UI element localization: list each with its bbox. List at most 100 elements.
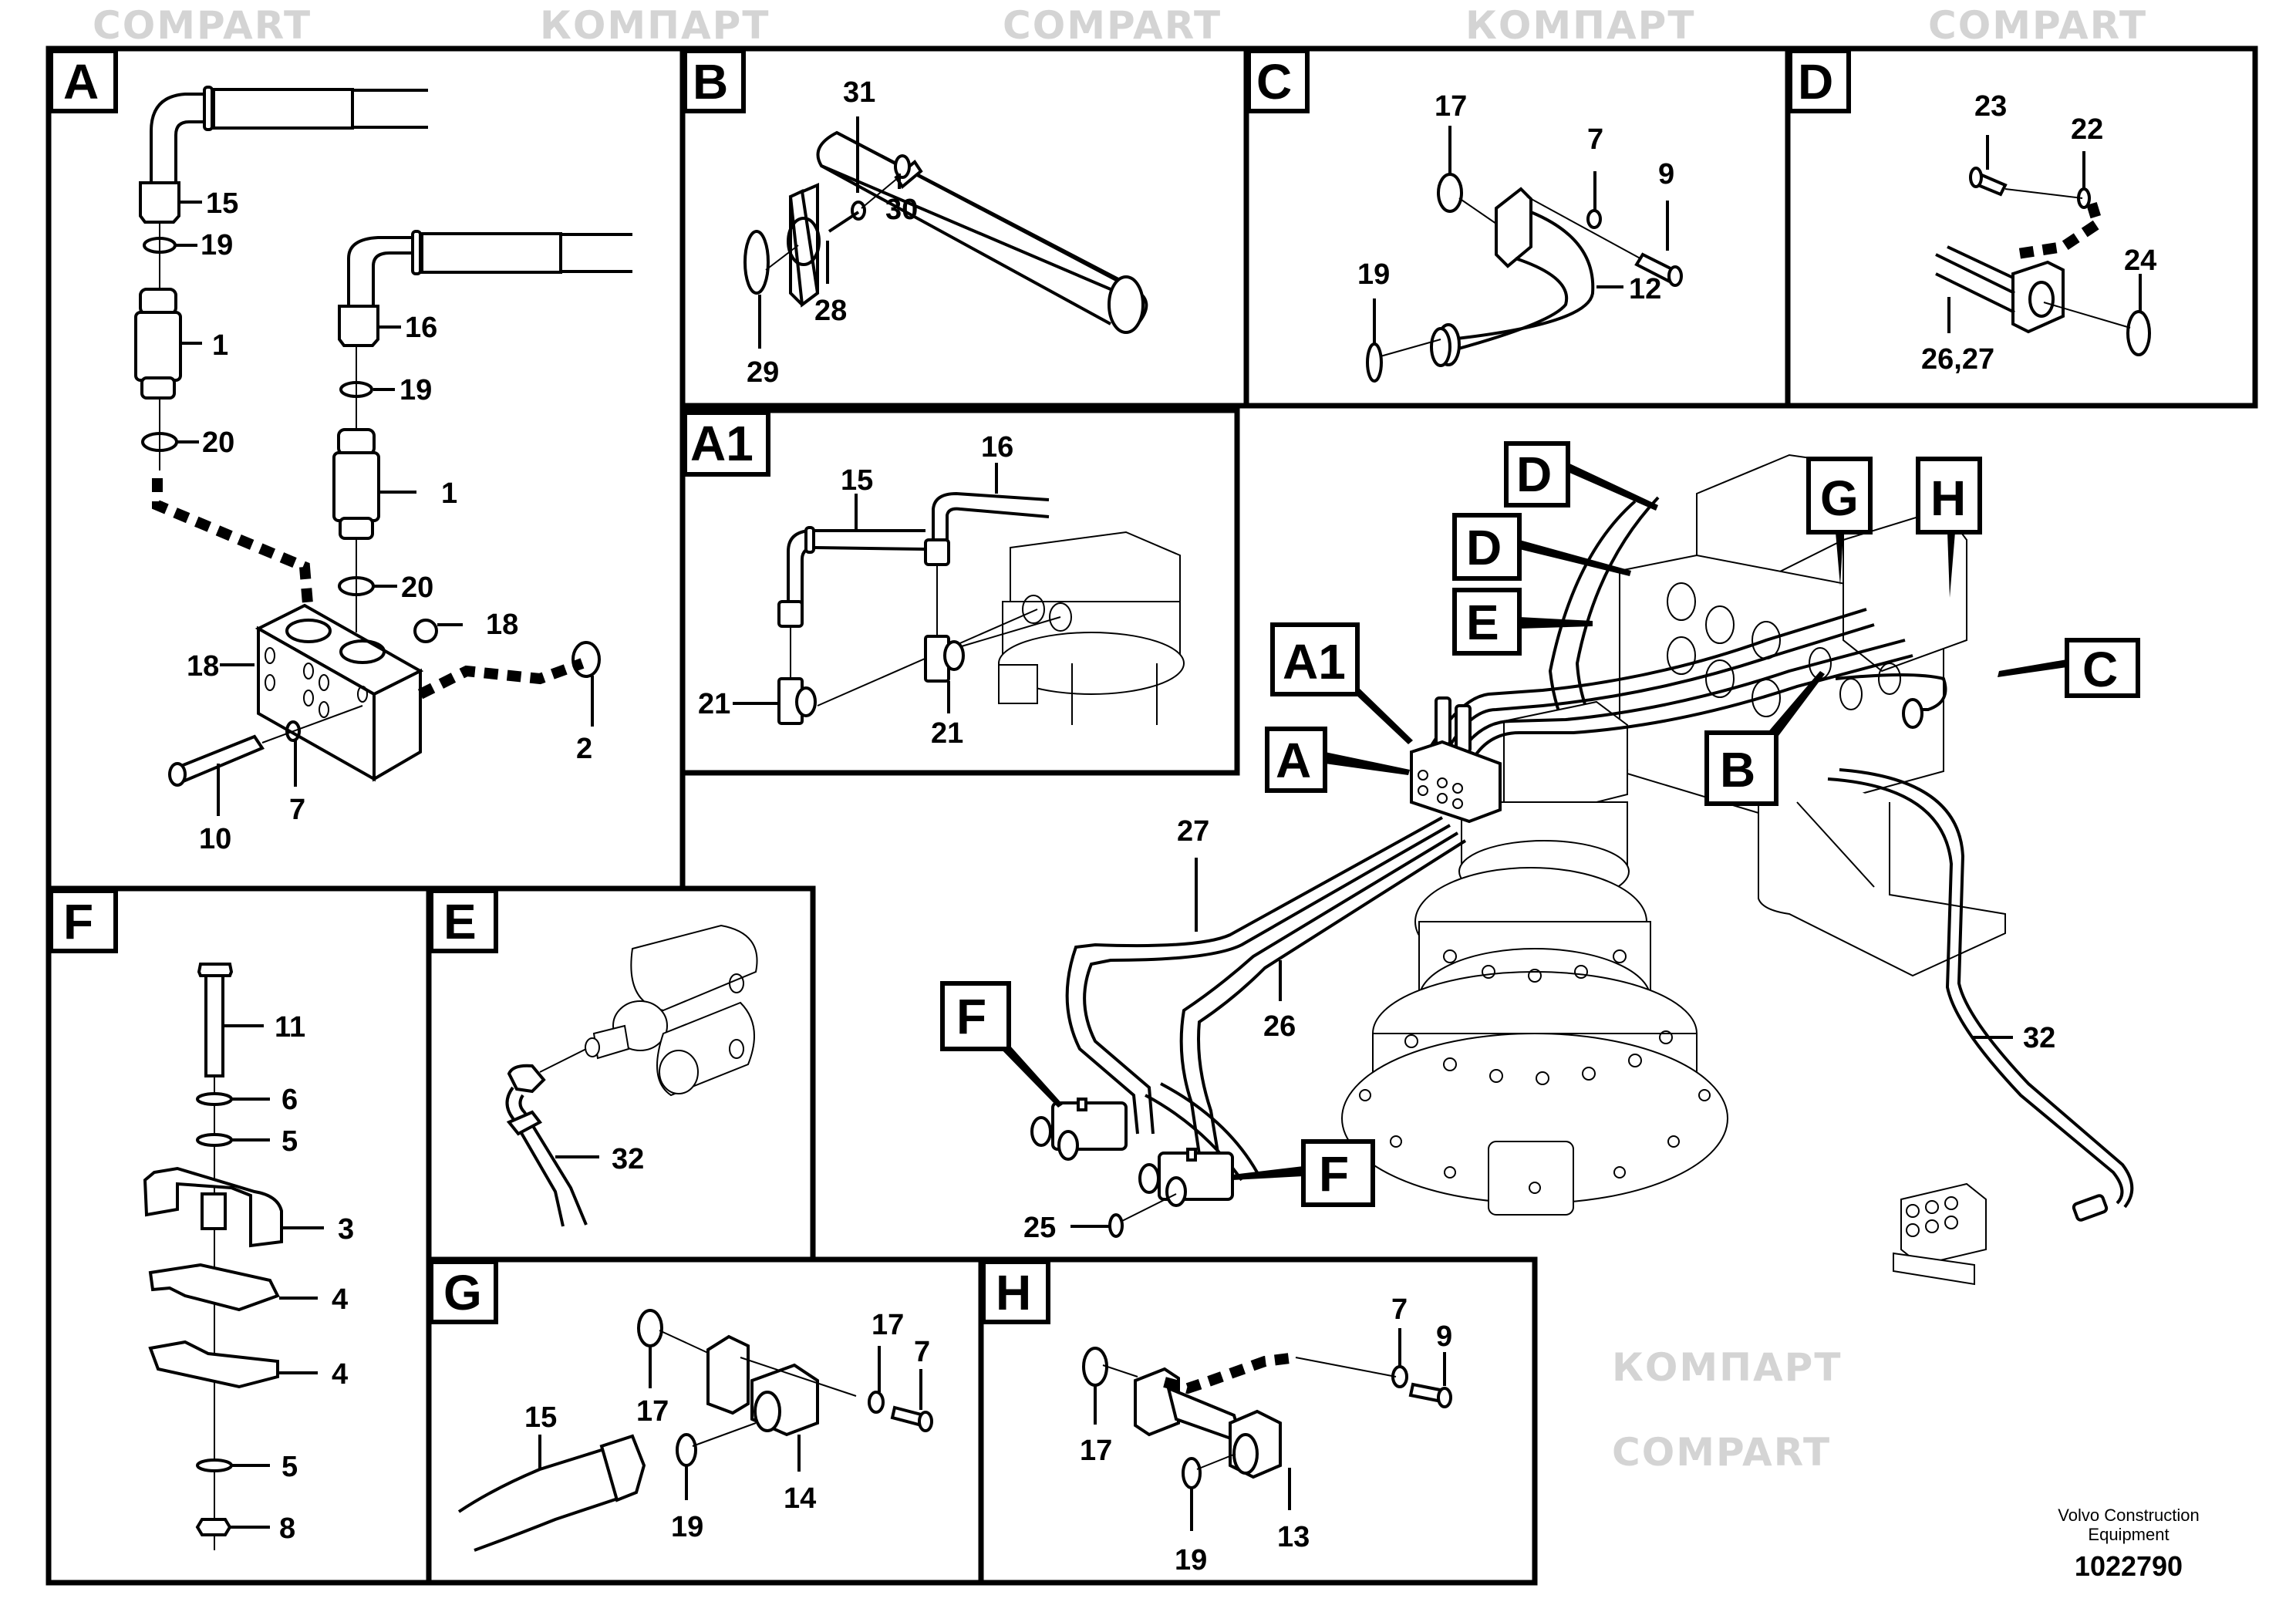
- panel-d-tag: D: [1798, 54, 1833, 110]
- panel-a-tag: A: [63, 54, 99, 110]
- callout-tag-b: B: [1720, 742, 1755, 798]
- callout-d-2: D: [1452, 513, 1631, 581]
- label-10: 10: [199, 823, 231, 855]
- dashed-route: [152, 478, 314, 614]
- watermark-text: КОМПАРТ: [1612, 1345, 1842, 1390]
- label-17: 17: [1080, 1435, 1112, 1467]
- swing-motor-a1: [998, 531, 1185, 725]
- label-17: 17: [636, 1395, 669, 1428]
- label-30: 30: [885, 194, 918, 226]
- label-12: 12: [1629, 273, 1661, 305]
- label-7: 17: [872, 1309, 904, 1341]
- bolt-9: [890, 1405, 933, 1432]
- manifold-block: [1893, 1182, 1987, 1286]
- callout-tag-e: E: [1466, 595, 1499, 650]
- label-15: 15: [206, 187, 238, 220]
- overview-assembly: 27 26 25 32: [940, 441, 2140, 1286]
- valve-block-a-overview: [1410, 740, 1502, 824]
- publisher-line-2: Equipment: [2088, 1525, 2169, 1544]
- label-21-b: 21: [931, 717, 963, 750]
- adapter-1-b: [332, 428, 380, 540]
- panel-f-tag-box: [49, 889, 118, 953]
- label-27: 27: [1177, 815, 1209, 848]
- callout-tag-g: G: [1820, 470, 1859, 526]
- bolt-9: [1634, 252, 1683, 287]
- label-7: 7: [289, 794, 305, 826]
- label-26: 26: [1263, 1010, 1296, 1043]
- label-26-27: 26,27: [1921, 343, 1994, 376]
- label-18: 18: [486, 609, 518, 641]
- pipe-clamp-f-2: [1138, 1148, 1234, 1207]
- bolt-10: [168, 705, 363, 787]
- label-7: 7: [1587, 123, 1603, 156]
- label-11: 11: [275, 1011, 305, 1044]
- flange-d: [1935, 245, 2065, 334]
- hose-16-elbow: [338, 230, 632, 347]
- panel-h-tag-box: [981, 1259, 1050, 1324]
- watermark-layer: COMPART КОМПАРТ COMPART КОМПАРТ COMPART …: [93, 3, 2147, 1475]
- panel-g-frame: [426, 1256, 984, 1586]
- label-1-b: 1: [441, 477, 457, 510]
- bolt-11: [197, 963, 234, 1077]
- label-19: 19: [671, 1511, 703, 1543]
- label-21: 21: [698, 688, 730, 720]
- drawing-number: 1022790: [2075, 1550, 2183, 1582]
- watermark-text: COMPART: [1928, 3, 2147, 48]
- watermark-text: COMPART: [1003, 3, 1222, 48]
- panel-a1-tag: A1: [690, 416, 754, 471]
- label-14: 14: [784, 1482, 816, 1515]
- callout-tag-h: H: [1930, 470, 1966, 526]
- label-13: 13: [1277, 1521, 1310, 1553]
- dashed-route-2: [417, 658, 585, 700]
- label-3: 3: [338, 1213, 354, 1246]
- label-24: 24: [2124, 244, 2156, 277]
- label-19-b: 19: [400, 374, 432, 406]
- label-1: 1: [212, 329, 228, 362]
- callout-tag-f: F: [1319, 1146, 1349, 1202]
- callout-tag-c: C: [2082, 642, 2118, 697]
- adapter-1: [134, 288, 182, 400]
- callout-a: A: [1265, 727, 1410, 793]
- label-9: 9: [1658, 158, 1674, 191]
- hose-15-elbow: [139, 86, 428, 224]
- callout-d-1: D: [1504, 441, 1658, 511]
- panel-d: D 23 22 24 26,27: [1785, 46, 2258, 409]
- label-15: 15: [524, 1401, 557, 1434]
- label-16: 16: [981, 431, 1013, 464]
- label-16: 16: [405, 312, 437, 344]
- clamp-half-4-lower: [148, 1340, 279, 1389]
- label-4-b: 4: [332, 1358, 348, 1391]
- panel-e: E 32: [426, 885, 816, 1263]
- clamp-half-4-upper: [148, 1263, 280, 1312]
- panel-h-frame: [978, 1256, 1538, 1586]
- panel-f-tag: F: [63, 894, 93, 949]
- watermark-text: COMPART: [1612, 1430, 1831, 1475]
- label-20-b: 20: [401, 572, 433, 604]
- label-5: 5: [282, 1125, 298, 1158]
- publisher-line-1: Volvo Construction: [2058, 1506, 2199, 1525]
- label-9: 7: [914, 1336, 930, 1368]
- panel-a: A 15 19 1 20: [46, 46, 686, 892]
- hose-32-end: [505, 1064, 588, 1227]
- label-28: 28: [814, 295, 847, 327]
- dashed-route: [1163, 1352, 1296, 1394]
- panel-g-tag-box: [429, 1259, 498, 1324]
- hose-15-end: [457, 1434, 646, 1552]
- label-25: 25: [1023, 1212, 1056, 1244]
- label-23: 23: [1974, 90, 2007, 123]
- swing-gearbox: [1341, 700, 1728, 1216]
- callout-h: H: [1916, 457, 1982, 598]
- callout-tag-f: F: [956, 989, 986, 1044]
- label-2: 18: [187, 650, 219, 683]
- label-19: 19: [1357, 258, 1390, 291]
- control-valve-e: [585, 924, 758, 1097]
- flange-pipe-13: [1134, 1367, 1282, 1479]
- label-31: 31: [843, 76, 875, 109]
- panel-a-tag-box: [49, 49, 118, 113]
- label-4: 4: [332, 1283, 348, 1316]
- label-32: 32: [2023, 1022, 2055, 1054]
- panel-f-frame: [46, 885, 432, 1586]
- label-18-b: 2: [576, 733, 592, 765]
- panel-h: H 17 7 9 13 19: [978, 1256, 1538, 1586]
